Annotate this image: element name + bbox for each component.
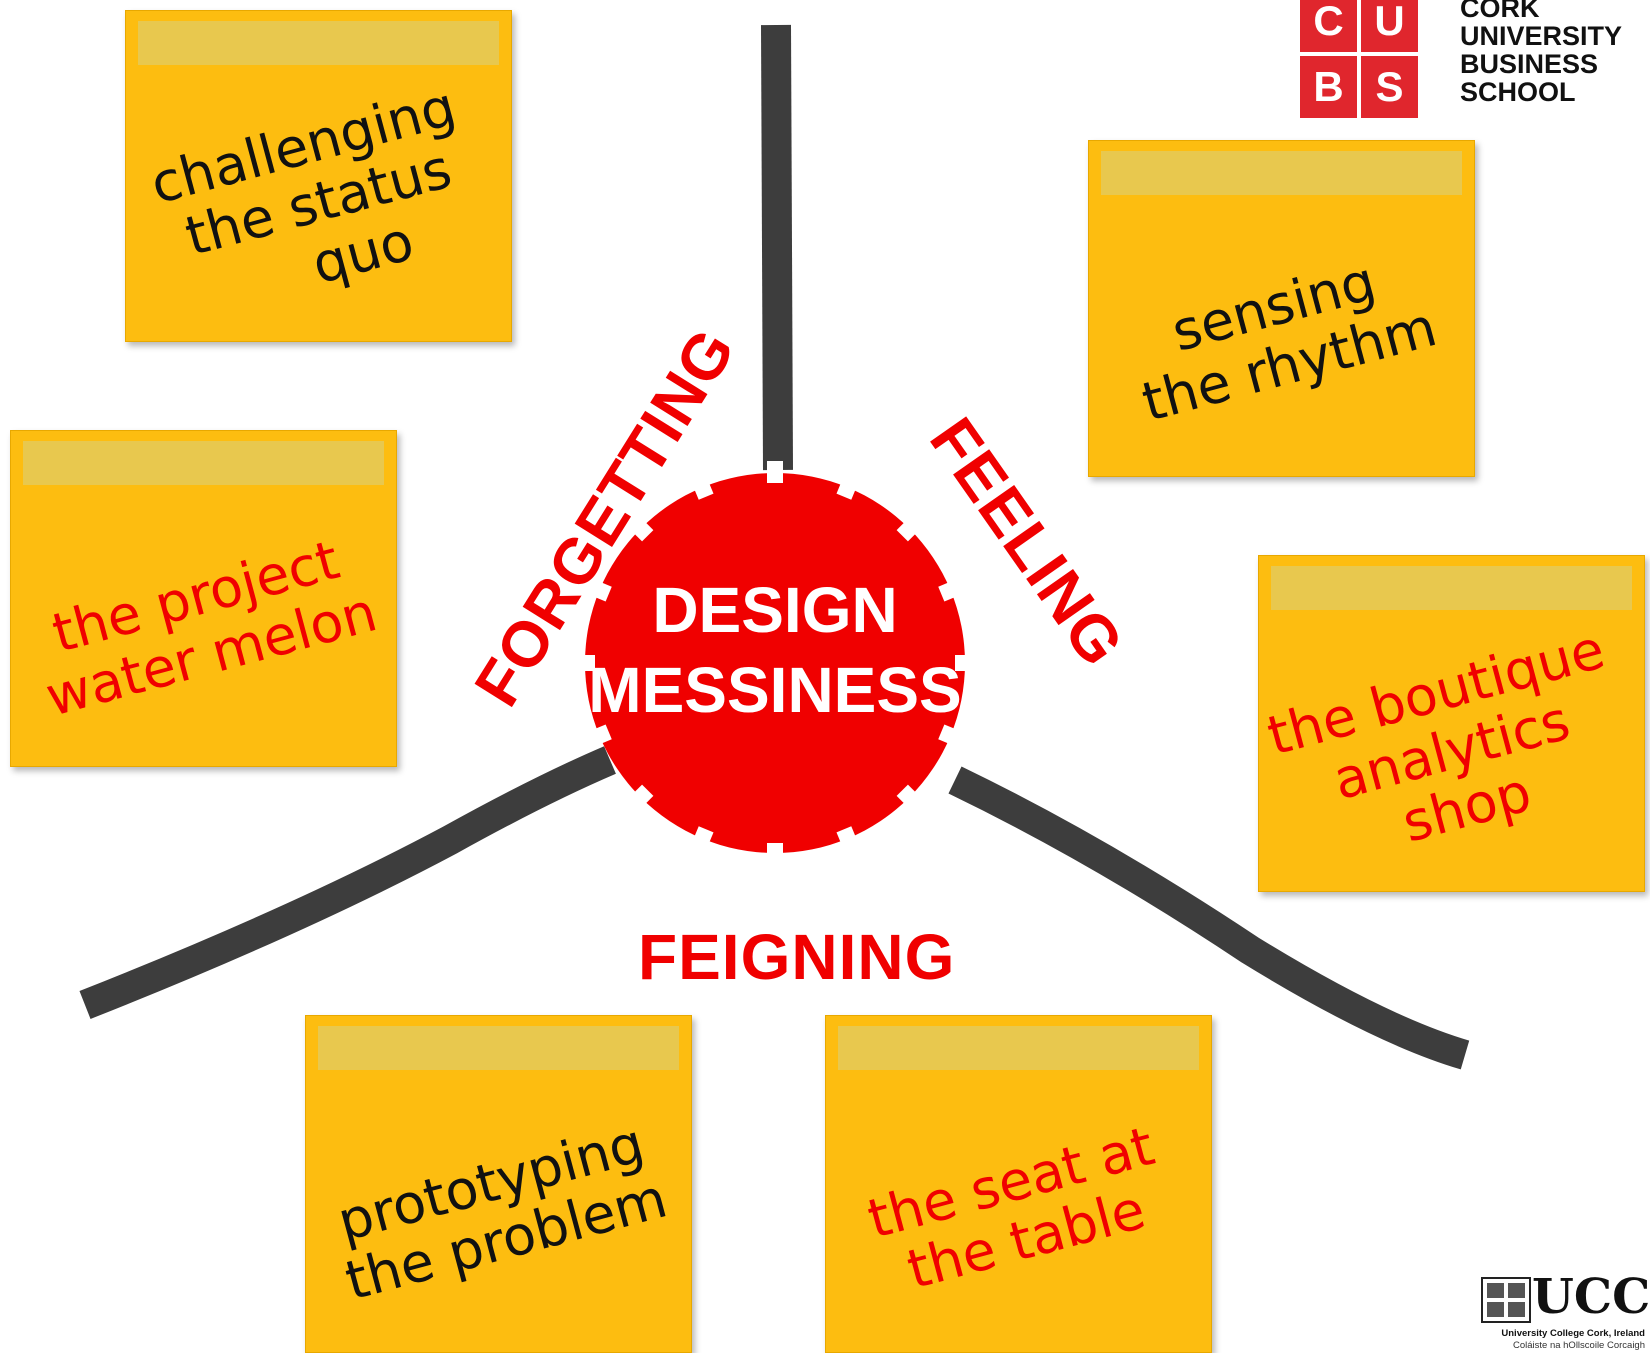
spoke-right bbox=[948, 766, 1470, 1070]
cubs-logo: C U B S CORK UNIVERSITY BUSINESS SCHOOL bbox=[1300, 0, 1650, 118]
ucc-subtitle-ga: Coláiste na hOllscoile Corcaigh bbox=[1512, 1340, 1645, 1351]
label-feigning: FEIGNING bbox=[638, 921, 956, 993]
note-tape bbox=[1101, 151, 1462, 195]
cubs-letter: S bbox=[1375, 63, 1404, 110]
cubs-word: CORK bbox=[1460, 0, 1540, 23]
cubs-letter: C bbox=[1313, 0, 1344, 44]
cubs-word: BUSINESS bbox=[1460, 49, 1599, 79]
ucc-subtitle-en: University College Cork, Ireland bbox=[1501, 1328, 1645, 1339]
note-text: the seat at the table bbox=[826, 1025, 1211, 1352]
hub-title-line2: MESSINESS bbox=[588, 654, 962, 726]
ucc-crest-icon bbox=[1481, 1277, 1531, 1323]
note-tape bbox=[318, 1026, 679, 1070]
note-project-water-melon: the project water melon bbox=[10, 430, 397, 767]
note-tape bbox=[138, 21, 499, 65]
note-tape bbox=[1271, 566, 1632, 610]
ucc-name: UCC bbox=[1532, 1269, 1650, 1325]
cubs-letter: B bbox=[1313, 63, 1344, 110]
note-text: challenging the status quo bbox=[126, 20, 511, 341]
note-challenging-status-quo: challenging the status quo bbox=[125, 10, 512, 342]
hub-title-line1: DESIGN bbox=[652, 574, 898, 646]
ucc-logo: UCC University College Cork, Ireland Col… bbox=[1470, 1268, 1650, 1351]
note-tape bbox=[838, 1026, 1199, 1070]
cubs-word: UNIVERSITY bbox=[1460, 21, 1623, 51]
cubs-logo-grid: C U B S bbox=[1300, 0, 1418, 118]
note-sensing-rhythm: sensing the rhythm bbox=[1088, 140, 1475, 477]
note-seat-at-table: the seat at the table bbox=[825, 1015, 1212, 1353]
note-text: the project water melon bbox=[11, 440, 396, 766]
cubs-wordmark: CORK UNIVERSITY BUSINESS SCHOOL bbox=[1460, 0, 1622, 106]
spoke-top bbox=[761, 24, 793, 471]
cubs-letter: U bbox=[1374, 0, 1405, 44]
note-tape bbox=[23, 441, 384, 485]
note-text: prototyping the problem bbox=[306, 1025, 691, 1352]
hub-title: DESIGN MESSINESS bbox=[570, 570, 980, 730]
spoke-left bbox=[79, 746, 616, 1019]
note-text: sensing the rhythm bbox=[1089, 150, 1474, 476]
cubs-word: SCHOOL bbox=[1460, 77, 1576, 107]
note-boutique-analytics-shop: the boutique analytics shop bbox=[1258, 555, 1645, 892]
note-text: the boutique analytics shop bbox=[1259, 565, 1644, 891]
design-messiness-hub bbox=[573, 461, 977, 865]
note-prototyping-problem: prototyping the problem bbox=[305, 1015, 692, 1353]
